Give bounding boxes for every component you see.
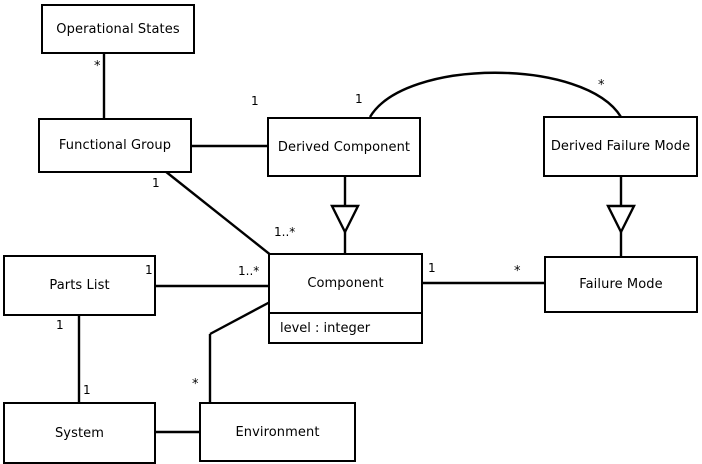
- class-attribute-component-level: level : integer: [270, 312, 421, 342]
- class-name-functional-group: Functional Group: [58, 138, 172, 153]
- multiplicity-component-diagonal: 1..*: [274, 225, 296, 239]
- class-box-derived-component[interactable]: Derived Component: [267, 117, 421, 177]
- class-name-derived-failure-mode: Derived Failure Mode: [550, 139, 691, 154]
- multiplicity-component-left: 1..*: [238, 264, 260, 278]
- multiplicity-operational-states: *: [94, 59, 101, 74]
- class-name-environment: Environment: [235, 424, 320, 440]
- class-name-component: Component: [307, 276, 384, 291]
- class-box-system[interactable]: System: [3, 402, 156, 464]
- multiplicity-failure-mode-left: *: [514, 264, 521, 279]
- multiplicity-system-top: 1: [83, 383, 91, 397]
- edge-functional-group-component: [164, 170, 273, 257]
- class-name-system: System: [54, 425, 105, 441]
- multiplicity-derived-failure-mode-arc: *: [598, 78, 605, 93]
- class-name-parts-list: Parts List: [49, 278, 110, 293]
- multiplicity-functional-group-derived-component: 1: [251, 94, 259, 108]
- class-box-derived-failure-mode[interactable]: Derived Failure Mode: [543, 116, 698, 177]
- class-name-failure-mode: Failure Mode: [579, 277, 663, 292]
- class-name-derived-component: Derived Component: [277, 139, 411, 155]
- multiplicity-derived-component-arc: 1: [355, 92, 363, 106]
- class-box-failure-mode[interactable]: Failure Mode: [544, 256, 698, 313]
- class-box-environment[interactable]: Environment: [199, 402, 356, 462]
- class-box-parts-list[interactable]: Parts List: [3, 255, 156, 316]
- generalization-triangle-failure-mode: [606, 204, 636, 235]
- multiplicity-parts-list-right: 1: [145, 263, 153, 277]
- multiplicity-parts-list-bottom: 1: [56, 318, 64, 332]
- multiplicity-component-right: 1: [428, 261, 436, 275]
- class-box-component[interactable]: Component level : integer: [268, 253, 423, 344]
- class-box-functional-group[interactable]: Functional Group: [38, 118, 192, 173]
- generalization-triangle-component: [330, 204, 360, 235]
- class-name-operational-states: Operational States: [56, 21, 180, 37]
- multiplicity-environment-top: *: [192, 377, 199, 392]
- multiplicity-functional-group-diagonal: 1: [152, 176, 160, 190]
- edge-derived-component-derived-failure-mode: [368, 71, 623, 118]
- class-box-operational-states[interactable]: Operational States: [41, 4, 195, 54]
- edge-environment-component-diagonal: [209, 300, 271, 336]
